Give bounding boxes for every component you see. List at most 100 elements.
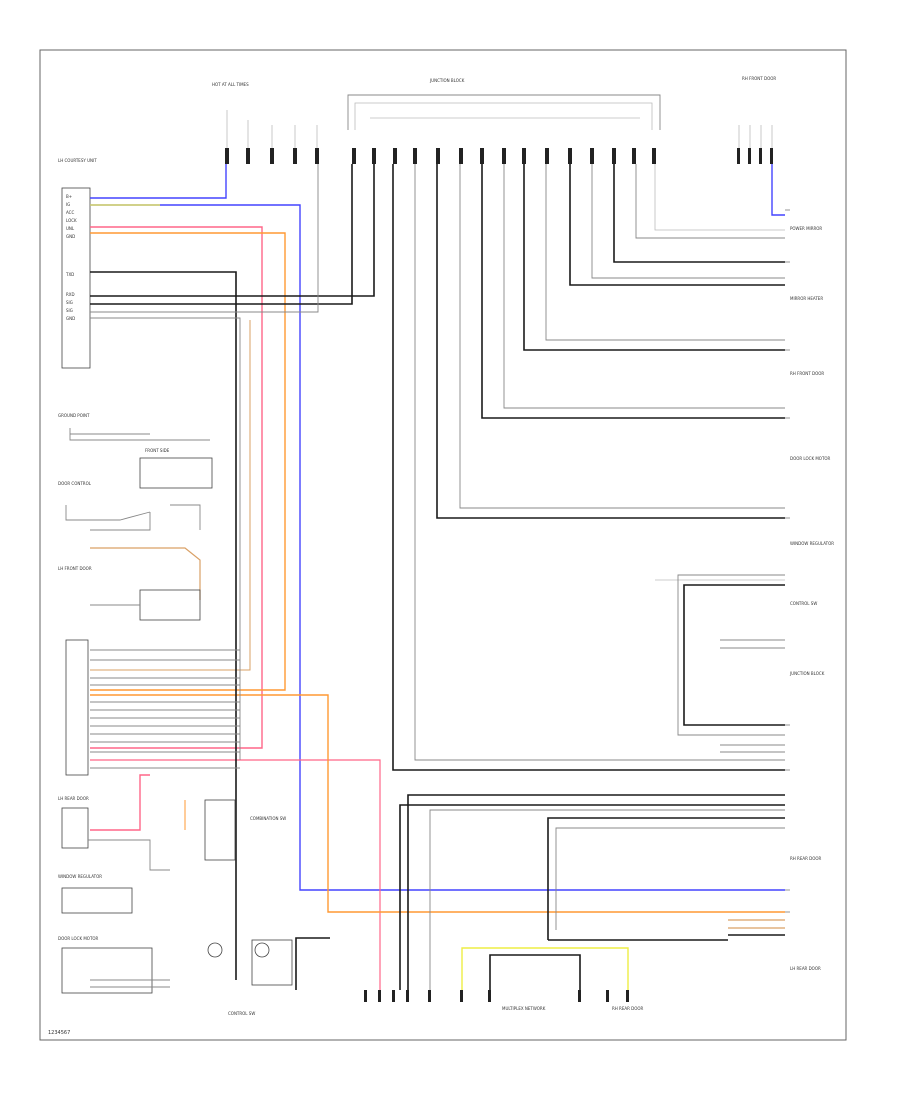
ground-wire xyxy=(69,428,210,441)
svg-text:SIG: SIG xyxy=(66,308,73,313)
wire-blue-right xyxy=(771,164,785,216)
door-lock-motor-right-label: DOOR LOCK MOTOR xyxy=(790,456,831,461)
top-label-junction: JUNCTION BLOCK xyxy=(429,78,465,83)
wire-black-2 xyxy=(90,164,375,297)
mirror-heater-label: MIRROR HEATER xyxy=(790,296,823,301)
wire-orange-main xyxy=(90,232,286,691)
rh-rear-door-label: RH REAR DOOR xyxy=(612,1006,644,1011)
rh-front-door-label-right: RH FRONT DOOR xyxy=(790,371,824,376)
wire-gray-bottom-2 xyxy=(429,809,785,990)
left-module-label: LH COURTESY UNIT xyxy=(58,158,97,163)
front-side-label: FRONT SIDE xyxy=(145,448,170,453)
relay-circle-1 xyxy=(207,942,223,958)
svg-text:RXD: RXD xyxy=(66,292,75,297)
combination-switch-label: COMBINATION SW xyxy=(250,816,286,821)
wire-black-right-2 xyxy=(569,164,785,286)
svg-text:SIG: SIG xyxy=(66,300,73,305)
switch-wire-1 xyxy=(65,505,151,521)
top-label-fuse: HOT AT ALL TIMES xyxy=(212,82,249,87)
junction-bracket-inner xyxy=(354,102,653,130)
door-lock-motor-label: DOOR LOCK MOTOR xyxy=(58,936,99,941)
svg-text:B+: B+ xyxy=(66,194,72,199)
svg-text:LOCK: LOCK xyxy=(66,218,77,223)
window-regulator-label: WINDOW REGULATOR xyxy=(58,874,102,879)
svg-text:GND: GND xyxy=(66,234,75,239)
page-corner-label: 1234567 xyxy=(48,1030,70,1036)
wire-gray-right-4 xyxy=(503,164,785,409)
wire-gray-1 xyxy=(90,164,319,313)
wire-gray-right-2 xyxy=(591,164,785,279)
control-switch-box xyxy=(139,457,213,489)
wire-pink-main xyxy=(90,226,263,749)
wire-orange-right xyxy=(90,694,785,913)
bottom-pins xyxy=(364,990,629,1002)
wire-yellow-bottom xyxy=(461,947,629,990)
wire-gray-right-3 xyxy=(545,164,785,341)
switch-wire-3 xyxy=(170,504,201,530)
window-regulator-right-label: WINDOW REGULATOR xyxy=(790,541,834,546)
left-module-pin-labels: B+ IG ACC LOCK UNL GND TXD RXD SIG SIG G… xyxy=(65,194,77,321)
relay-circle-2 xyxy=(254,942,270,958)
combination-switch-box xyxy=(204,799,236,861)
lh-rear-door-right-label: LH REAR DOOR xyxy=(790,966,821,971)
door-lock-wires xyxy=(90,979,170,988)
wire-black-bottom-4 xyxy=(489,954,581,990)
svg-text:UNL: UNL xyxy=(66,226,75,231)
multiplex-network-label: MULTIPLEX NETWORK xyxy=(502,1006,546,1011)
left-lower-stack xyxy=(90,649,240,769)
svg-text:IG: IG xyxy=(66,202,70,207)
wire-black-right-6 xyxy=(392,164,785,771)
wire-blue-long xyxy=(90,204,785,891)
wire-black-right-3 xyxy=(523,164,785,351)
junction-right-label: JUNCTION BLOCK xyxy=(789,671,825,676)
lh-rear-door-box xyxy=(61,807,89,849)
left-module-box xyxy=(61,187,91,369)
lh-rear-door-label: LH REAR DOOR xyxy=(58,796,89,801)
wire-black-1 xyxy=(90,271,237,980)
door-control-label: DOOR CONTROL xyxy=(58,481,92,486)
window-regulator-box xyxy=(61,887,133,914)
svg-text:ACC: ACC xyxy=(66,210,74,215)
wire-black-right-4 xyxy=(481,164,785,419)
top-middle-pins xyxy=(352,148,656,164)
wire-blue-main xyxy=(90,164,227,199)
rh-rear-door-right-label: RH REAR DOOR xyxy=(790,856,822,861)
wire-light-right-1 xyxy=(654,164,785,231)
top-label-right-connector: RH FRONT DOOR xyxy=(742,76,776,81)
diagram-frame xyxy=(39,49,847,1041)
wire-black-bottom-1 xyxy=(407,794,785,990)
door-lock-motor-box xyxy=(61,947,153,994)
control-switch-right-label: CONTROL SW xyxy=(790,601,817,606)
wire-black-right-1 xyxy=(613,164,785,263)
wire-gray-right-6 xyxy=(414,164,785,761)
power-mirror-label: POWER MIRROR xyxy=(790,226,822,231)
wire-gray-right-5 xyxy=(459,164,785,509)
rear-door-wire xyxy=(88,839,170,871)
svg-text:GND: GND xyxy=(66,316,75,321)
lh-front-door-label: LH FRONT DOOR xyxy=(58,566,92,571)
wire-pink-left-mod xyxy=(90,774,150,831)
ground-point-label: GROUND POINT xyxy=(58,413,90,418)
wire-black-bottom-3 xyxy=(547,817,785,940)
wire-pink-right xyxy=(90,759,381,990)
control-switch-label: CONTROL SW xyxy=(228,1011,255,1016)
top-right-pins xyxy=(737,148,773,164)
wire-right-box-2 xyxy=(677,574,785,736)
wire-black-bottom-5 xyxy=(295,937,330,990)
wire-right-box-1 xyxy=(683,584,785,726)
wire-tan-mid xyxy=(90,547,201,600)
control-unit-box xyxy=(251,939,293,986)
wire-gray-2 xyxy=(90,317,241,760)
wire-black-3 xyxy=(90,164,353,305)
svg-text:TXD: TXD xyxy=(65,272,74,277)
left-lower-connector xyxy=(65,639,89,776)
top-drops xyxy=(226,110,773,148)
wire-gray-bottom-1 xyxy=(555,827,785,930)
junction-bracket xyxy=(347,94,661,130)
wire-gray-right-1 xyxy=(635,164,785,239)
right-pin-ticks xyxy=(785,209,790,913)
wire-black-bottom-2 xyxy=(399,804,785,990)
top-left-pins xyxy=(225,148,319,164)
mirror-switch-box xyxy=(139,589,201,621)
